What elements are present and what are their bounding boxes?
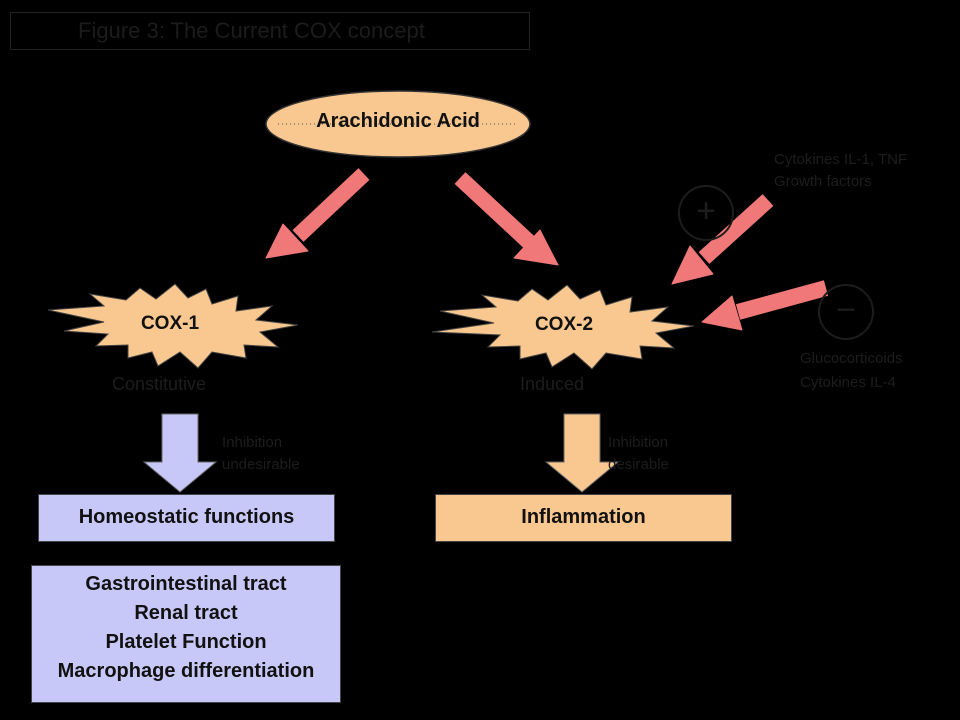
homeostatic-functions-label: Homeostatic functions (78, 506, 295, 528)
list-item: Macrophage differentiation (57, 660, 315, 682)
inhibition-arrow-right (544, 413, 620, 493)
cox1-label: COX-1 (140, 313, 200, 334)
stimulator-label-1: Cytokines IL-1, TNF (774, 151, 908, 168)
cox2-label: COX-2 (534, 314, 594, 335)
inhibition-right-line2: desirable (608, 456, 669, 473)
minus-sign: − (836, 291, 856, 329)
stimulator-label-2: Growth factors (774, 173, 872, 190)
list-item: Renal tract (134, 602, 238, 624)
arrow-aa-to-cox1-head (265, 223, 309, 259)
inflammation-label: Inflammation (521, 506, 646, 528)
arrow-inhibitors-shaft (735, 280, 829, 320)
cox1-starburst (47, 283, 299, 369)
figure-title: Figure 3: The Current COX concept (78, 18, 425, 43)
title-box (10, 12, 530, 50)
inhibition-arrow-left (142, 413, 218, 493)
list-item: Gastrointestinal tract (85, 573, 287, 595)
homeostatic-functions-box: Homeostatic functions (38, 494, 335, 542)
list-item: Platelet Function (105, 631, 267, 653)
arrow-aa-to-cox2-head (513, 229, 559, 266)
inhibition-left-line1: Inhibition (222, 434, 283, 451)
inhibitor-label-1: Glucocorticoids (800, 350, 903, 367)
arrow-aa-to-cox2-shaft (454, 172, 536, 249)
inhibition-right-line1: Inhibition (608, 434, 669, 451)
plus-sign: + (696, 192, 716, 230)
arrow-aa-to-cox1-shaft (292, 168, 370, 242)
arrow-stimulators-head (671, 245, 714, 285)
arachidonic-acid-label: Arachidonic Acid (316, 110, 480, 132)
cox2-starburst (431, 284, 695, 370)
arrow-stimulators-shaft (698, 194, 774, 264)
minus-circle (818, 284, 874, 340)
plus-circle (678, 185, 734, 241)
homeostatic-list-box: Gastrointestinal tract Renal tract Plate… (31, 565, 341, 703)
inhibition-left-line2: undesirable (222, 456, 300, 473)
inhibitor-label-2: Cytokines IL-4 (800, 374, 896, 391)
inflammation-box: Inflammation (435, 494, 732, 542)
cox2-type-label: Induced (520, 374, 585, 394)
arrow-inhibitors-head (701, 295, 743, 331)
arrows-group (265, 168, 829, 331)
cox1-type-label: Constitutive (112, 374, 207, 394)
